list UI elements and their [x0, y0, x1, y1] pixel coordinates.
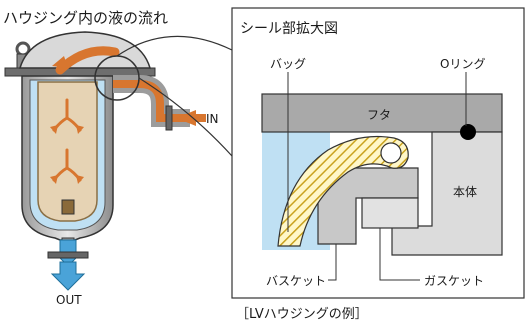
lid-part	[261, 93, 503, 133]
o-ring	[460, 124, 476, 140]
caption: ［LVハウジングの例］	[236, 307, 368, 322]
bag-ring	[380, 142, 402, 164]
bag-label: バッグ	[270, 57, 306, 71]
body-part	[391, 131, 503, 256]
right-title: シール部拡大図	[240, 21, 338, 37]
lid-label: フタ	[367, 108, 391, 122]
flow-arrowheads-in-bag	[50, 125, 84, 184]
basket-part	[317, 167, 419, 245]
outlet-flange	[47, 251, 89, 259]
out-label: OUT	[56, 293, 82, 307]
gasket-label: ガスケット	[424, 274, 484, 288]
body-label: 本体	[453, 185, 477, 199]
bottom-plate	[61, 199, 75, 215]
gasket-part	[361, 197, 419, 229]
magnifier-connector	[116, 35, 233, 57]
in-arrow-icon	[176, 110, 196, 126]
inlet-flow	[113, 80, 190, 122]
oring-label: Oリング	[440, 57, 485, 71]
seal-enlargement: バッグ Oリング フタ 本体 バスケット ガスケット	[261, 57, 503, 288]
left-title: ハウジング内の液の流れ	[3, 9, 168, 27]
housing-illustration: IN OUT	[4, 31, 233, 307]
in-label: IN	[206, 112, 219, 126]
flow-arrowhead-top	[52, 56, 68, 68]
magnifier-connector-lower	[138, 77, 233, 157]
leader-lines	[287, 72, 467, 281]
basket-label: バスケット	[266, 274, 326, 288]
inlet-flange	[165, 105, 173, 131]
out-arrow-icon	[50, 261, 86, 291]
